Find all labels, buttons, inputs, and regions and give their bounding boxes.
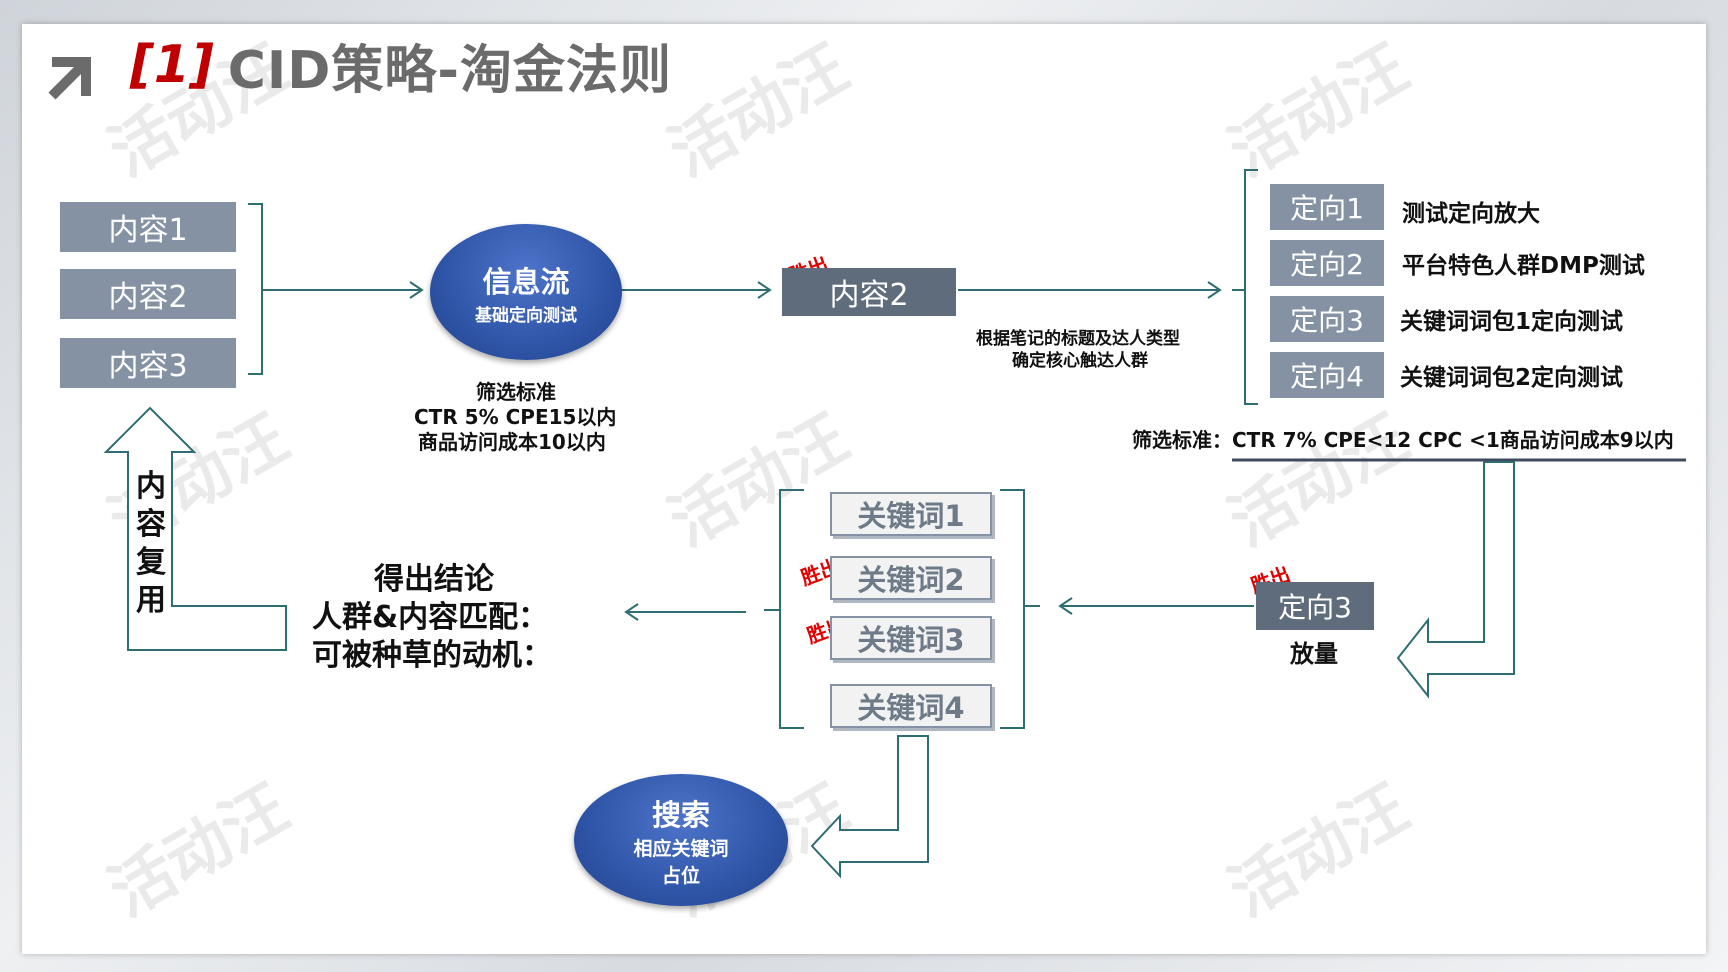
info-flow-subtitle: 基础定向测试	[475, 305, 577, 326]
conclusion-line-3: 可被种草的动机：	[312, 638, 552, 673]
keyword-box-3: 关键词3	[830, 616, 992, 660]
conclusion-line-2: 人群&内容匹配：	[312, 600, 549, 635]
targeting-desc-4: 关键词词包2定向测试	[1400, 365, 1624, 391]
content-reuse-label: 内 容 复 用	[134, 468, 168, 620]
info-flow-title: 信息流	[482, 264, 570, 299]
targeting-desc-1: 测试定向放大	[1402, 201, 1540, 227]
keyword-box-4: 关键词4	[830, 684, 992, 728]
filter1-line-2: CTR 5% CPE15以内	[414, 405, 617, 429]
title-number: [1]	[130, 35, 214, 95]
reuse-char: 容	[136, 507, 166, 542]
filter2-text: 筛选标准：CTR 7% CPE<12 CPC <1商品访问成本9以内	[1132, 428, 1674, 452]
search-ellipse: 搜索 相应关键词 占位	[574, 774, 788, 906]
note-line-1: 根据笔记的标题及达人类型	[976, 329, 1180, 349]
reuse-char: 复	[136, 545, 166, 580]
conclusion-line-1: 得出结论	[374, 562, 494, 597]
page-title: [1] CID策略-淘金法则	[40, 30, 672, 101]
targeting-desc-2: 平台特色人群DMP测试	[1402, 253, 1645, 279]
reuse-char: 用	[136, 583, 166, 618]
search-subtitle-1: 相应关键词	[633, 838, 729, 860]
targeting-box-2: 定向2	[1270, 240, 1384, 286]
title-text: CID策略-淘金法则	[227, 40, 672, 101]
note-line-2: 确定核心触达人群	[1012, 351, 1148, 371]
search-title: 搜索	[651, 798, 710, 832]
info-flow-ellipse: 信息流 基础定向测试	[430, 224, 622, 360]
content-box-2: 内容2	[60, 269, 236, 319]
title-icon	[46, 42, 106, 102]
slide	[22, 24, 1706, 954]
selected-targeting-box: 定向3	[1256, 582, 1374, 630]
content-box-3: 内容3	[60, 338, 236, 388]
keyword-box-2: 关键词2	[830, 556, 992, 600]
selected-content-box: 内容2	[782, 268, 956, 316]
filter1-line-3: 商品访问成本10以内	[418, 430, 606, 454]
search-subtitle-2: 占位	[661, 865, 700, 887]
amplify-caption: 放量	[1290, 640, 1338, 668]
targeting-box-4: 定向4	[1270, 352, 1384, 398]
targeting-box-3: 定向3	[1270, 296, 1384, 342]
targeting-desc-3: 关键词词包1定向测试	[1400, 309, 1624, 335]
keyword-box-1: 关键词1	[830, 492, 992, 536]
reuse-char: 内	[136, 469, 166, 504]
content-box-1: 内容1	[60, 202, 236, 252]
targeting-box-1: 定向1	[1270, 184, 1384, 230]
filter1-line-1: 筛选标准	[476, 380, 556, 404]
